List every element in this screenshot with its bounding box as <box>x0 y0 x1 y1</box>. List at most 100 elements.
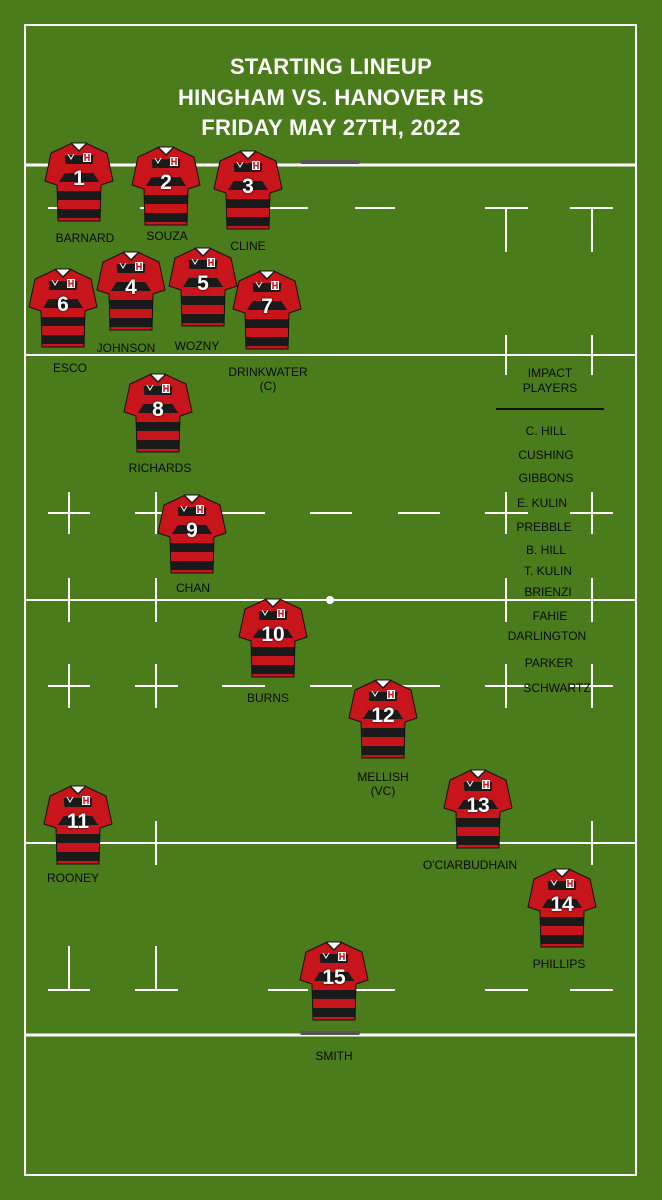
player-jersey: 10 <box>238 597 308 679</box>
player-name-label: CHAN <box>133 581 253 595</box>
jersey-number: 3 <box>242 175 254 198</box>
player-name: PHILLIPS <box>532 957 586 971</box>
jersey-icon <box>43 785 113 865</box>
title-line-2: HINGHAM VS. HANOVER HS <box>177 85 485 110</box>
jersey-icon <box>232 270 302 350</box>
player-name-label: MELLISH(VC) <box>323 770 443 798</box>
player-jersey: 6 <box>28 267 98 349</box>
player-name-label: SOUZA <box>107 229 227 243</box>
player-name-label: BURNS <box>208 691 328 705</box>
jersey-icon <box>238 598 308 678</box>
player-name: JOHNSON <box>96 341 156 355</box>
impact-player-name: DARLINGTON <box>507 629 587 643</box>
5m-dashes-top <box>48 207 613 252</box>
player-name-label: ESCO <box>10 361 130 375</box>
impact-player-name: B. HILL <box>525 543 567 557</box>
jersey-number: 10 <box>261 623 285 646</box>
10m-dashes-top <box>48 492 613 534</box>
jersey-number: 1 <box>73 167 85 190</box>
impact-player-name: PREBBLE <box>516 520 572 534</box>
jersey-number: 7 <box>261 295 273 318</box>
jersey-number: 6 <box>57 293 69 316</box>
player-role-note: (VC) <box>370 784 396 798</box>
impact-divider <box>496 408 604 410</box>
player-jersey: 14 <box>527 867 597 949</box>
jersey-number: 15 <box>322 966 346 989</box>
10m-dashes-bottom <box>48 664 613 708</box>
player-name: MELLISH <box>357 770 409 784</box>
jersey-number: 9 <box>186 519 198 542</box>
center-spot <box>326 596 334 604</box>
player-name: CLINE <box>230 239 266 253</box>
impact-player-name: C. HILL <box>525 424 567 438</box>
impact-header-line-1: IMPACT <box>527 366 573 380</box>
jersey-number: 11 <box>66 810 90 833</box>
jersey-icon <box>168 247 238 327</box>
player-name: SOUZA <box>146 229 188 243</box>
jersey-number: 4 <box>125 276 137 299</box>
jersey-icon <box>527 868 597 948</box>
player-name-label: WOZNY <box>137 339 257 353</box>
jersey-icon <box>131 146 201 226</box>
player-jersey: 7 <box>232 269 302 351</box>
player-name-label: O'CIARBUDHAIN <box>410 858 530 872</box>
jersey-icon <box>443 769 513 849</box>
player-name-label: RICHARDS <box>100 461 220 475</box>
impact-player-name: E. KULIN <box>516 496 567 510</box>
player-name-label: CLINE <box>188 239 308 253</box>
player-name: SMITH <box>315 1049 353 1063</box>
player-name-label: DRINKWATER(C) <box>208 365 328 393</box>
impact-player-name: PARKER <box>524 656 574 670</box>
player-name: BURNS <box>246 691 289 705</box>
jersey-icon <box>213 150 283 230</box>
player-name: RICHARDS <box>128 461 192 475</box>
jersey-icon <box>28 268 98 348</box>
jersey-icon <box>348 679 418 759</box>
player-jersey: 12 <box>348 678 418 760</box>
player-jersey: 11 <box>43 784 113 866</box>
player-name: BARNARD <box>55 231 115 245</box>
jersey-number: 8 <box>152 398 164 421</box>
jersey-icon <box>299 941 369 1021</box>
player-name: WOZNY <box>174 339 220 353</box>
jersey-number: 14 <box>550 893 574 916</box>
player-name-label: SMITH <box>274 1049 394 1063</box>
player-name-label: PHILLIPS <box>499 957 619 971</box>
player-jersey: 15 <box>299 940 369 1022</box>
player-name: DRINKWATER <box>228 365 308 379</box>
jersey-icon <box>123 373 193 453</box>
title-line-1: STARTING LINEUP <box>229 54 433 79</box>
player-jersey: 8 <box>123 372 193 454</box>
jersey-number: 2 <box>160 171 172 194</box>
player-name: CHAN <box>175 581 210 595</box>
title-line-3: FRIDAY MAY 27TH, 2022 <box>201 115 461 140</box>
player-name-label: JOHNSON <box>66 341 186 355</box>
5m-dashes-bottom <box>48 946 613 991</box>
impact-player-name: CUSHING <box>518 448 574 462</box>
impact-player-name: T. KULIN <box>523 564 572 578</box>
impact-header-line-2: PLAYERS <box>522 381 578 395</box>
impact-player-name: SCHWARTZ <box>523 681 591 695</box>
player-jersey: 4 <box>96 250 166 332</box>
impact-player-name: BRIENZI <box>524 585 572 599</box>
jersey-icon <box>44 142 114 222</box>
jersey-number: 5 <box>197 272 209 295</box>
jersey-icon <box>157 494 227 574</box>
jersey-number: 13 <box>466 794 490 817</box>
jersey-icon <box>96 251 166 331</box>
player-name: ROONEY <box>46 871 99 885</box>
player-jersey: 9 <box>157 493 227 575</box>
player-jersey: 3 <box>213 149 283 231</box>
player-name: ESCO <box>52 361 87 375</box>
jersey-number: 12 <box>371 704 395 727</box>
player-jersey: 13 <box>443 768 513 850</box>
player-name-label: ROONEY <box>13 871 133 885</box>
impact-player-name: GIBBONS <box>518 471 574 485</box>
player-jersey: 1 <box>44 141 114 223</box>
player-name: O'CIARBUDHAIN <box>422 858 518 872</box>
impact-player-name: FAHIE <box>532 609 568 623</box>
player-role-note: (C) <box>259 379 277 393</box>
player-jersey: 2 <box>131 145 201 227</box>
player-name-label: BARNARD <box>25 231 145 245</box>
